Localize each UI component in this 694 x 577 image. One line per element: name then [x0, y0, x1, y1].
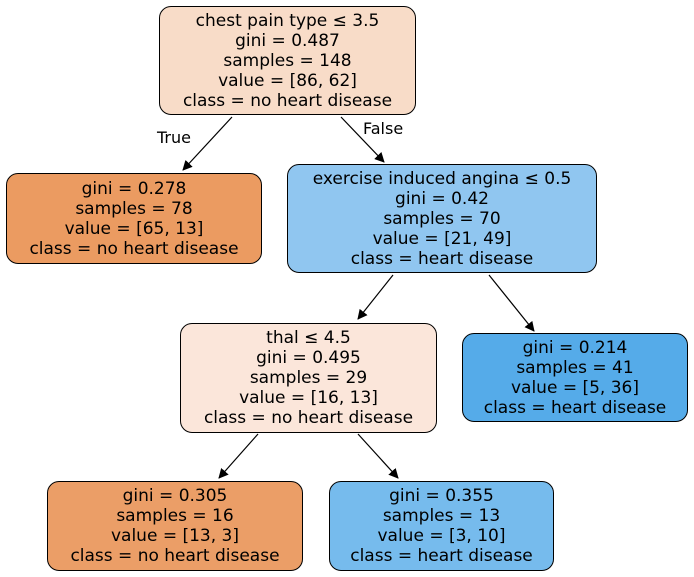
- predicted-class: class = heart disease: [483, 397, 667, 418]
- class-values: value = [5, 36]: [510, 377, 639, 398]
- sample-count: samples = 70: [383, 208, 501, 229]
- left-leaf-node: gini = 0.278 samples = 78 value = [65, 1…: [6, 173, 262, 264]
- edge-exercise-to-heart-leaf-41: [488, 274, 535, 332]
- true-edge-label: True: [157, 128, 191, 147]
- edge-thal-to-no-heart-leaf-16: [218, 433, 259, 479]
- thal-node: thal ≤ 4.5 gini = 0.495 samples = 29 val…: [180, 323, 437, 433]
- false-edge-label: False: [363, 119, 404, 138]
- sample-count: samples = 148: [223, 50, 352, 71]
- gini-value: gini = 0.42: [395, 188, 489, 209]
- no-heart-disease-leaf-16: gini = 0.305 samples = 16 value = [13, 3…: [47, 481, 303, 571]
- edge-exercise-to-thal-node: [357, 274, 394, 320]
- predicted-class: class = no heart disease: [203, 408, 414, 428]
- predicted-class: class = heart disease: [350, 248, 534, 269]
- root-node: chest pain type ≤ 3.5 gini = 0.487 sampl…: [159, 6, 416, 115]
- sample-count: samples = 78: [75, 198, 193, 219]
- heart-disease-leaf-41: gini = 0.214 samples = 41 value = [5, 36…: [462, 333, 688, 422]
- predicted-class: class = heart disease: [350, 546, 533, 566]
- class-values: value = [86, 62]: [218, 70, 357, 91]
- predicted-class: class = no heart disease: [70, 546, 280, 566]
- class-values: value = [65, 13]: [64, 218, 204, 239]
- edge-thal-to-heart-leaf-13: [357, 433, 399, 479]
- sample-count: samples = 41: [516, 357, 634, 378]
- class-values: value = [13, 3]: [110, 526, 239, 546]
- split-condition: chest pain type ≤ 3.5: [195, 10, 380, 31]
- predicted-class: class = no heart disease: [29, 238, 239, 259]
- split-condition: exercise induced angina ≤ 0.5: [312, 168, 572, 189]
- gini-value: gini = 0.214: [522, 337, 628, 358]
- gini-value: gini = 0.278: [81, 178, 187, 199]
- class-values: value = [16, 13]: [239, 388, 378, 408]
- sample-count: samples = 13: [382, 506, 501, 526]
- gini-value: gini = 0.495: [256, 348, 361, 368]
- gini-value: gini = 0.305: [122, 486, 228, 506]
- sample-count: samples = 29: [249, 368, 368, 388]
- predicted-class: class = no heart disease: [182, 90, 393, 111]
- gini-value: gini = 0.355: [389, 486, 494, 506]
- heart-disease-leaf-13: gini = 0.355 samples = 13 value = [3, 10…: [329, 481, 554, 571]
- split-condition: thal ≤ 4.5: [266, 328, 351, 348]
- class-values: value = [21, 49]: [372, 228, 512, 249]
- class-values: value = [3, 10]: [377, 526, 506, 546]
- sample-count: samples = 16: [116, 506, 234, 526]
- exercise-angina-node: exercise induced angina ≤ 0.5 gini = 0.4…: [287, 164, 597, 273]
- gini-value: gini = 0.487: [235, 30, 340, 51]
